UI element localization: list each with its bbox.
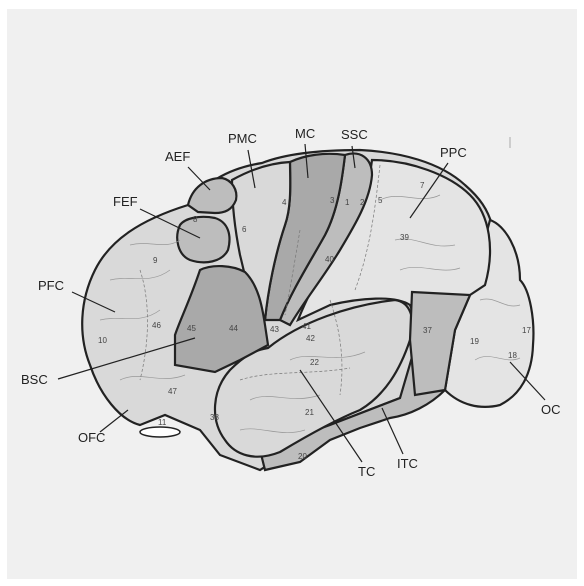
fef-region (177, 217, 229, 262)
tc-label: TC (358, 464, 375, 479)
ssc-label: SSC (341, 127, 368, 142)
area-label: 18 (508, 351, 517, 360)
area-label: 38 (210, 413, 219, 422)
ofc-tip-shape (140, 427, 180, 437)
area-label: 6 (242, 225, 247, 234)
aef-label: AEF (165, 149, 190, 164)
area-label: 8 (193, 215, 198, 224)
area-label: 41 (302, 322, 311, 331)
area-label: 47 (168, 387, 177, 396)
area-label: 9 (153, 256, 158, 265)
area-label: 2 (360, 198, 365, 207)
area-label: 39 (400, 233, 409, 242)
area-label: 20 (298, 452, 307, 461)
itc-label: ITC (397, 456, 418, 471)
area-label: 10 (98, 336, 107, 345)
fef-label: FEF (113, 194, 138, 209)
area-label: 21 (305, 408, 314, 417)
area-label: 17 (522, 326, 531, 335)
area-label: 44 (229, 324, 238, 333)
pfc-label: PFC (38, 278, 64, 293)
area-label: 7 (420, 181, 425, 190)
ppc-label: PPC (440, 145, 467, 160)
area-label: 45 (187, 324, 196, 333)
ofc-label: OFC (78, 430, 105, 445)
area-label: 3 (330, 196, 335, 205)
area-label: 43 (270, 325, 279, 334)
area-label: 40 (325, 255, 334, 264)
area-label: 1 (345, 198, 350, 207)
bsc-label: BSC (21, 372, 48, 387)
area-label: 5 (378, 196, 383, 205)
oc-label: OC (541, 402, 561, 417)
mc-label: MC (295, 126, 315, 141)
area-label: 19 (470, 337, 479, 346)
aef-region (188, 178, 236, 213)
area-label: 11 (158, 418, 167, 427)
pmc-label: PMC (228, 131, 257, 146)
area-label: 4 (282, 198, 287, 207)
area-label: 42 (306, 334, 315, 343)
area-label: 46 (152, 321, 161, 330)
area-label: 22 (310, 358, 319, 367)
area-label: 37 (423, 326, 432, 335)
